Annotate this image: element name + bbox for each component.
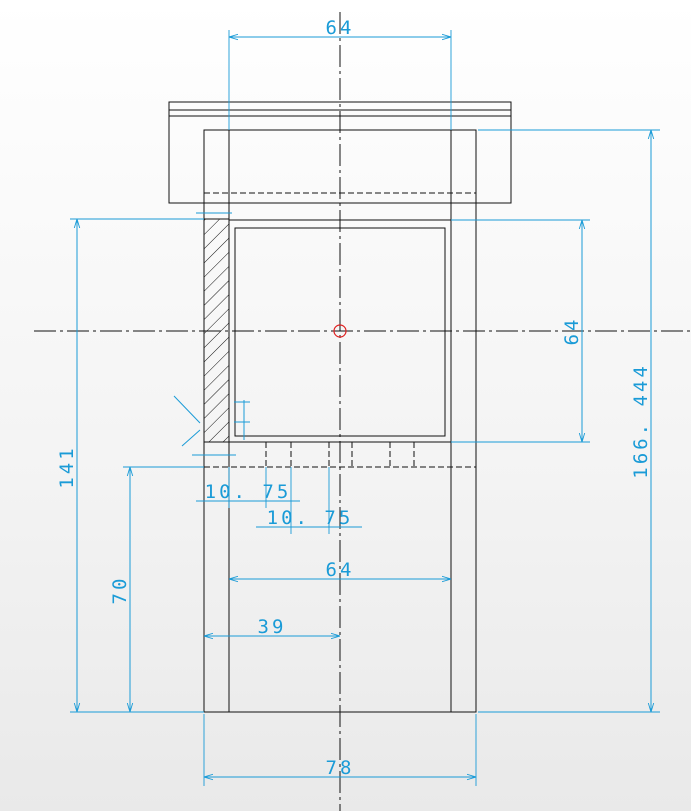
dim-slot-2-label: 10. 75 — [267, 507, 354, 529]
dim-slot-2 — [256, 467, 362, 534]
dim-right-height-label: 64 — [561, 317, 583, 346]
dim-left-height-label: 141 — [56, 445, 78, 488]
dim-inner-width-label: 64 — [326, 559, 355, 581]
origin-marker — [333, 324, 347, 338]
slot-lines — [265, 442, 415, 467]
hatched-section — [203, 218, 230, 443]
dim-bottom-width-label: 78 — [326, 757, 355, 779]
dim-overall-height — [478, 129, 660, 713]
top-cap — [168, 101, 512, 204]
tiny-annotations — [173, 212, 250, 456]
dim-top-width — [228, 30, 452, 130]
dim-right-height — [451, 219, 590, 443]
dim-slot-1-label: 10. 75 — [205, 481, 292, 503]
dim-bottom-width — [203, 714, 477, 786]
dim-slot-1 — [196, 467, 300, 508]
dim-left-height — [70, 218, 204, 713]
dim-top-width-label: 64 — [326, 17, 355, 39]
inner-window — [228, 219, 452, 443]
dim-overall-height-label: 166. 444 — [630, 363, 652, 479]
dim-lower-height-label: 70 — [109, 576, 131, 605]
dim-half-width-label: 39 — [258, 616, 287, 638]
dim-lower-height — [123, 466, 204, 712]
